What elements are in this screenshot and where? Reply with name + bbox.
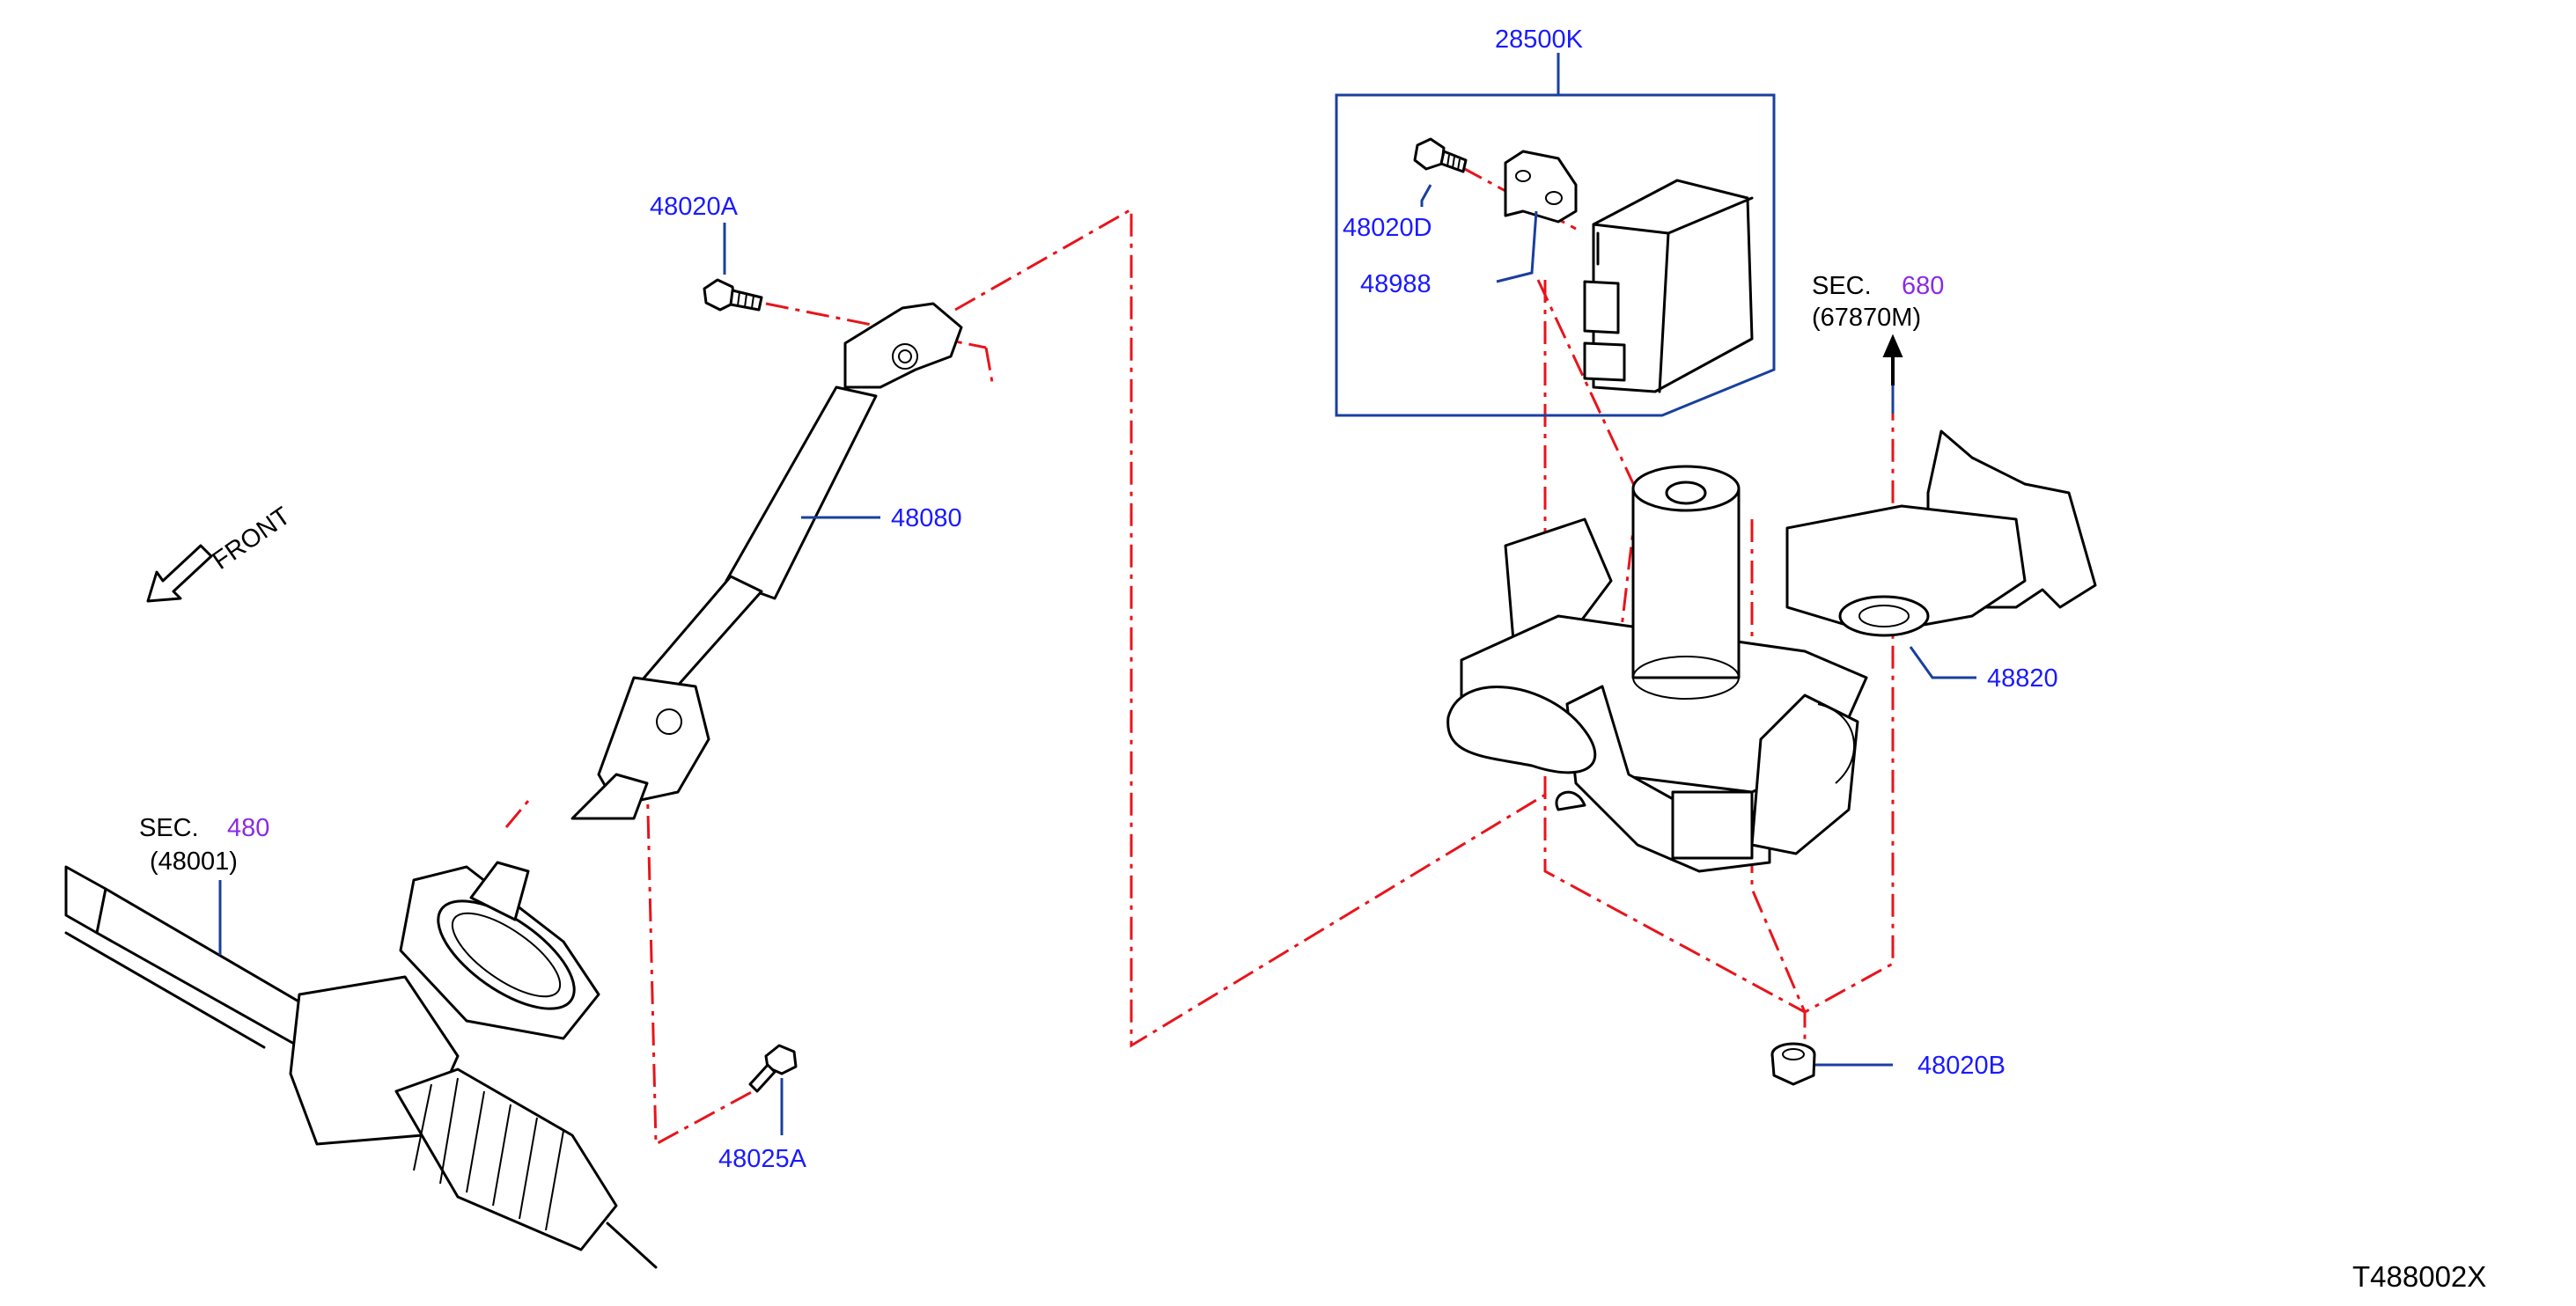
sec-680-ref: (67870M) (1812, 304, 1921, 332)
leader-48820 (1909, 646, 1976, 679)
intermediate-shaft-drawing (570, 302, 963, 820)
leader-48988 (1496, 210, 1538, 283)
part-label-28500K: 28500K (1495, 26, 1584, 54)
part-label-48820: 48820 (1987, 664, 2058, 693)
module-kit-box (1335, 53, 1776, 417)
part-label-48020B: 48020B (1917, 1052, 2006, 1080)
front-label: FRONT (208, 502, 296, 576)
front-arrow-icon (146, 544, 213, 603)
diagram-code: T488002X (2352, 1260, 2486, 1293)
part-label-48988: 48988 (1360, 270, 1432, 298)
bracket-48988-drawing (1504, 150, 1578, 224)
sec-480-number: 480 (227, 814, 269, 842)
bolt-48020A-drawing (703, 278, 763, 312)
sec-480-ref: (48001) (150, 847, 238, 876)
bolt-48020D-drawing (1413, 137, 1468, 173)
part-label-48080: 48080 (891, 504, 962, 532)
bolt-48025A-drawing (748, 1044, 798, 1093)
control-unit-drawing (1583, 179, 1754, 393)
sec-680-prefix: SEC. (1812, 272, 1872, 300)
steering-gear-drawing (64, 861, 658, 1269)
part-label-48020A: 48020A (650, 193, 739, 221)
steering-column-drawing (1446, 429, 2097, 873)
part-label-48025A: 48025A (718, 1145, 807, 1173)
leader-48020D (1420, 184, 1432, 207)
sec-680-number: 680 (1902, 272, 1944, 300)
nut-48020B-drawing (1770, 1042, 1816, 1086)
sec-480-prefix: SEC. (139, 814, 199, 842)
part-label-48020D: 48020D (1343, 214, 1432, 242)
up-arrow-icon (1882, 334, 1903, 385)
